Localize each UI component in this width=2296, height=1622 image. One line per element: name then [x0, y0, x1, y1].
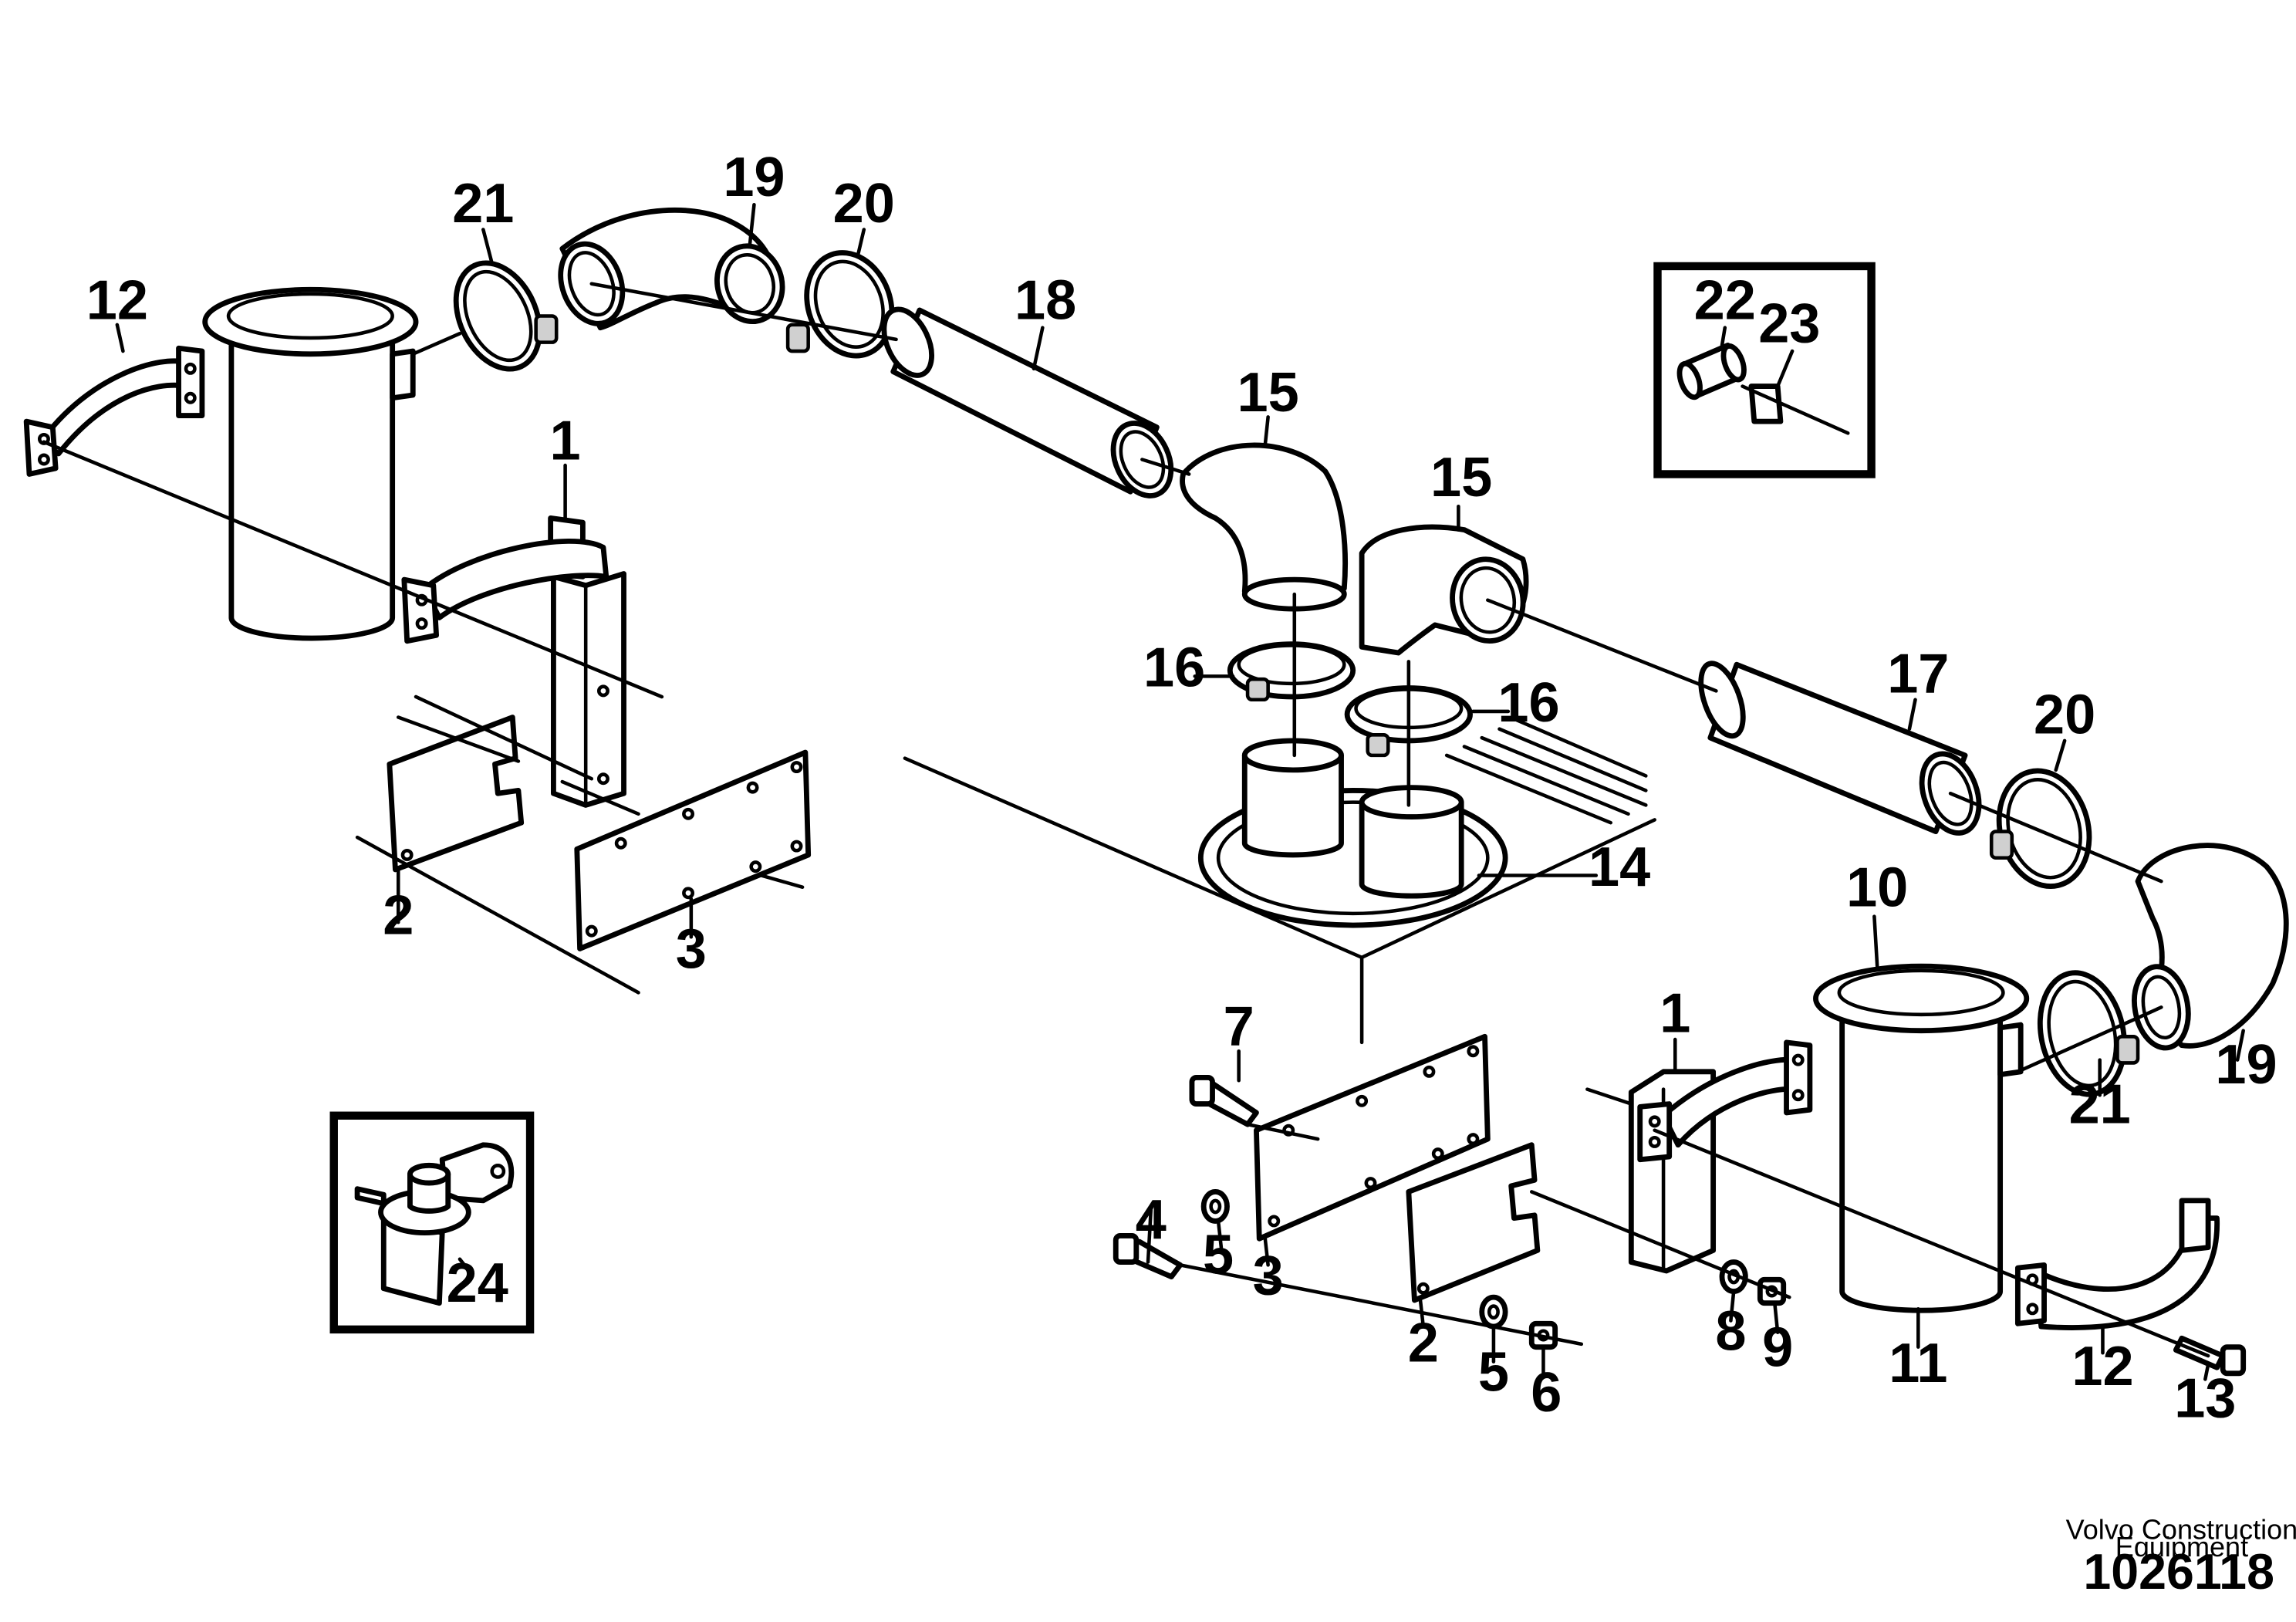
leader-lines [115, 202, 2245, 1381]
plate-3-left [574, 749, 812, 951]
callout-3-left: 3 [676, 918, 707, 980]
callout-21-top: 21 [452, 173, 514, 235]
callout-12-right: 12 [2071, 1336, 2133, 1397]
callout-16-right: 16 [1497, 672, 1559, 734]
callout-19-top: 19 [723, 147, 785, 208]
bracket-1-right [1628, 1039, 1813, 1274]
callout-16-left: 16 [1143, 637, 1205, 699]
callout-6: 6 [1531, 1362, 1562, 1424]
clamp-21-top [453, 260, 559, 372]
strap-12-right [2014, 1198, 2220, 1330]
pre-cleaner-left [202, 286, 419, 641]
callout-8: 8 [1715, 1300, 1746, 1362]
callout-20-right: 20 [2034, 684, 2095, 745]
credit-line-1: Volvo Construction [2066, 1513, 2296, 1545]
elbow-15-right [1359, 524, 1529, 656]
callout-22: 22 [1694, 269, 1756, 331]
callout-7: 7 [1224, 996, 1254, 1058]
callout-5-a: 5 [1203, 1225, 1234, 1286]
callout-13: 13 [2174, 1368, 2236, 1430]
pre-cleaner-right [1813, 963, 2030, 1313]
callout-4: 4 [1136, 1189, 1167, 1251]
callout-11: 11 [1889, 1333, 1947, 1394]
callout-9: 9 [1762, 1316, 1793, 1378]
bolt-7 [1189, 1075, 1259, 1127]
bolt-4 [1113, 1232, 1183, 1279]
elbow-15-left [1180, 442, 1348, 612]
document-number: 1026118 [2083, 1544, 2274, 1600]
hose-18 [881, 306, 1174, 498]
plate-2-right [1406, 1142, 1541, 1303]
callout-21-right: 21 [2069, 1073, 2131, 1135]
callout-15-right: 15 [1430, 447, 1492, 509]
bracket-1-left [401, 515, 626, 808]
assembly-lines [42, 282, 2210, 1358]
callout-15-left: 15 [1237, 362, 1299, 424]
callout-17: 17 [1887, 643, 1949, 705]
callout-18: 18 [1015, 269, 1076, 331]
plate-2-left [387, 715, 525, 873]
callout-14: 14 [1589, 836, 1650, 898]
callout-2-left: 2 [383, 884, 414, 946]
clamp-20-top [785, 250, 895, 359]
strap-12-left [23, 345, 205, 477]
clamp-16-left [1227, 641, 1356, 702]
washer-5-a [1200, 1189, 1230, 1224]
callout-5-b: 5 [1478, 1342, 1509, 1404]
callout-1-right: 1 [1660, 983, 1690, 1045]
clamp-20-right [1989, 768, 2092, 889]
callout-12-left: 12 [86, 269, 148, 331]
washer-5-b [1479, 1294, 1508, 1330]
callout-3-right: 3 [1253, 1245, 1284, 1306]
outlet-14 [903, 718, 1656, 1045]
plate-3-right [1254, 1033, 1491, 1242]
callout-labels: 21 19 20 18 12 1 15 15 22 23 16 16 17 20… [86, 147, 2277, 1430]
inset-24 [329, 1111, 535, 1334]
callout-10: 10 [1846, 857, 1908, 918]
footer: Volvo Construction Equipment 1026118 [2066, 1513, 2296, 1600]
callout-2-right: 2 [1408, 1313, 1439, 1374]
callout-19-right: 19 [2215, 1034, 2277, 1096]
callout-24: 24 [447, 1252, 508, 1314]
credit-line-2: Equipment [2115, 1531, 2248, 1563]
inset-22-23 [1653, 262, 1876, 478]
callout-1-left: 1 [550, 410, 581, 471]
callout-23: 23 [1758, 293, 1820, 355]
callout-20-top: 20 [833, 173, 895, 235]
